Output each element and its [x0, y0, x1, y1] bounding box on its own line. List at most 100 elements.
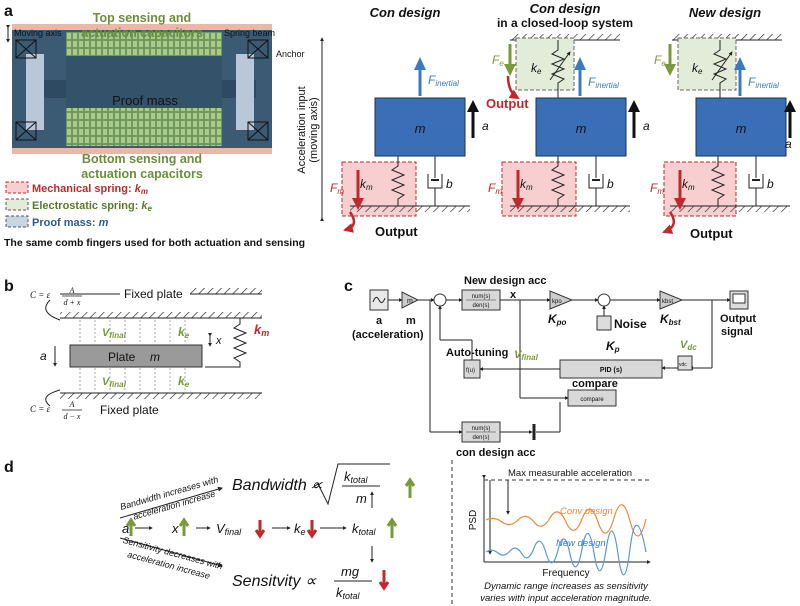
svg-text:num(s): num(s) [472, 294, 491, 300]
chain-x: x [171, 521, 179, 536]
cap-eq-bottom-num: A [69, 400, 75, 409]
svg-text:Fm: Fm [330, 181, 344, 196]
svg-text:Output: Output [690, 226, 733, 241]
svg-text:b: b [767, 177, 774, 191]
spring-beam-label: Spring beam [224, 28, 275, 38]
closed-loop-title-2: in a closed-loop system [497, 16, 633, 30]
sensitivity-label: Sensitvity ∝ [232, 573, 317, 590]
max-accel-label: Max measurable acceleration [508, 468, 632, 479]
svg-text:b: b [446, 177, 453, 191]
svg-text:Fm: Fm [488, 181, 502, 196]
psd-axis-label: PSD [468, 510, 479, 531]
svg-text:PID (s): PID (s) [600, 367, 622, 374]
svg-text:ke: ke [178, 325, 190, 340]
chain-k-e: ke [294, 521, 306, 537]
bottom-caps-label-2: actuation capacitors [81, 167, 203, 181]
bw-k-total: ktotal [344, 469, 369, 485]
moving-axis-label: Moving axis [14, 28, 62, 38]
svg-text:km: km [254, 322, 269, 338]
psd-chart [482, 474, 651, 576]
svg-text:Vfinal: Vfinal [102, 376, 127, 389]
vfinal-label: Vfinal [514, 349, 539, 362]
fixed-plate-top-label: Fixed plate [124, 287, 183, 301]
svg-text:kpo: kpo [552, 299, 562, 305]
svg-text:Vfinal: Vfinal [102, 327, 127, 340]
svg-text:km: km [360, 177, 373, 192]
output-signal-label: Output [720, 313, 756, 325]
cap-eq-top-num: A [69, 286, 75, 295]
top-caps-label-2: actuation capacitors [81, 26, 203, 40]
con-design-acc-label: con design acc [456, 447, 535, 459]
panel-d-label: d [4, 459, 14, 476]
svg-text:m: m [150, 350, 160, 364]
panel-a-label: a [4, 3, 13, 20]
svg-text:Finertial: Finertial [428, 73, 459, 88]
closed-loop-system: ke Fe Output m Finertial a km b Fm [486, 34, 650, 217]
block-diagram: m num(s) den(s) kpo kbst vdc PID (s) f(u… [369, 289, 749, 443]
proof-mass-label: Proof mass [112, 93, 178, 108]
panel-c-label: c [344, 278, 353, 295]
svg-text:m: m [576, 121, 587, 136]
svg-text:Proof mass: m: Proof mass: m [32, 217, 109, 229]
source-a-label: a [376, 315, 383, 327]
kp-label: Kp [606, 339, 620, 354]
svg-text:compare: compare [580, 397, 604, 403]
chain-v-final: Vfinal [216, 521, 242, 537]
relations [119, 463, 416, 591]
svg-text:m: m [415, 121, 426, 136]
cap-eq-top: C = ε [30, 290, 51, 300]
svg-text:a: a [643, 119, 650, 133]
noise-label: Noise [614, 317, 647, 331]
sens-k-total: ktotal [336, 585, 361, 601]
svg-text:m: m [407, 298, 413, 305]
mems-device [12, 24, 272, 154]
svg-text:f(u): f(u) [466, 368, 475, 374]
con-design-system: m km b a Finertial Fm Output [330, 57, 489, 239]
source-accel-label: (acceleration) [352, 329, 424, 341]
vdc-label: Vdc [680, 339, 697, 352]
svg-text:den(s): den(s) [472, 303, 489, 309]
x-signal-label: x [510, 289, 517, 301]
svg-text:Fe: Fe [654, 53, 666, 68]
panel-b-label: b [4, 278, 14, 295]
svg-text:Output: Output [375, 224, 418, 239]
svg-text:Fm: Fm [650, 181, 664, 196]
svg-text:b: b [607, 177, 614, 191]
cap-eq-bottom: C = ε [30, 404, 51, 414]
svg-text:km: km [520, 177, 533, 192]
comb-note: The same comb fingers used for both actu… [4, 237, 305, 249]
chain-k-total: ktotal [352, 521, 377, 537]
psd-caption: Dynamic range increases as sensitivity [484, 581, 649, 592]
svg-text:a: a [40, 349, 47, 363]
bottom-caps-label: Bottom sensing and [82, 152, 202, 166]
svg-text:ke: ke [531, 61, 542, 76]
svg-text:x: x [215, 335, 222, 347]
svg-text:Electrostatic spring: ke: Electrostatic spring: ke [32, 200, 153, 213]
fixed-plate-bottom-label: Fixed plate [100, 403, 159, 417]
svg-text:a: a [482, 119, 489, 133]
bandwidth-label: Bandwidth ∝ [232, 477, 323, 494]
closed-loop-title: Con design [530, 1, 601, 16]
new-design-system: ke Fe m Finertial a km b Fm Output [650, 34, 796, 241]
gain-m-label: m [406, 315, 416, 327]
svg-text:Output: Output [486, 96, 529, 111]
new-series-label: New design [556, 538, 606, 549]
new-design-acc-label: New design acc [464, 275, 547, 287]
svg-text:num(s): num(s) [472, 426, 491, 432]
svg-text:ke: ke [178, 374, 190, 389]
cap-eq-bottom-den: d − x [64, 412, 81, 421]
accel-axis-label-2: (moving axis) [308, 97, 320, 162]
svg-text:km: km [682, 177, 695, 192]
svg-text:ke: ke [692, 61, 703, 76]
svg-text:vdc: vdc [679, 362, 687, 368]
compare-label: compare [572, 378, 618, 390]
svg-text:Mechanical spring: km: Mechanical spring: km [32, 183, 148, 196]
frequency-axis-label: Frequency [542, 568, 589, 579]
svg-text:Plate: Plate [108, 350, 136, 364]
legend: Mechanical spring: km Electrostatic spri… [5, 181, 153, 229]
parallel-plate-model: Plate m x a Vfinal ke Vfinal ke km [40, 288, 269, 407]
top-caps-label: Top sensing and [93, 11, 191, 25]
anchor-label: Anchor [276, 49, 305, 59]
output-signal-label-2: signal [721, 326, 753, 338]
